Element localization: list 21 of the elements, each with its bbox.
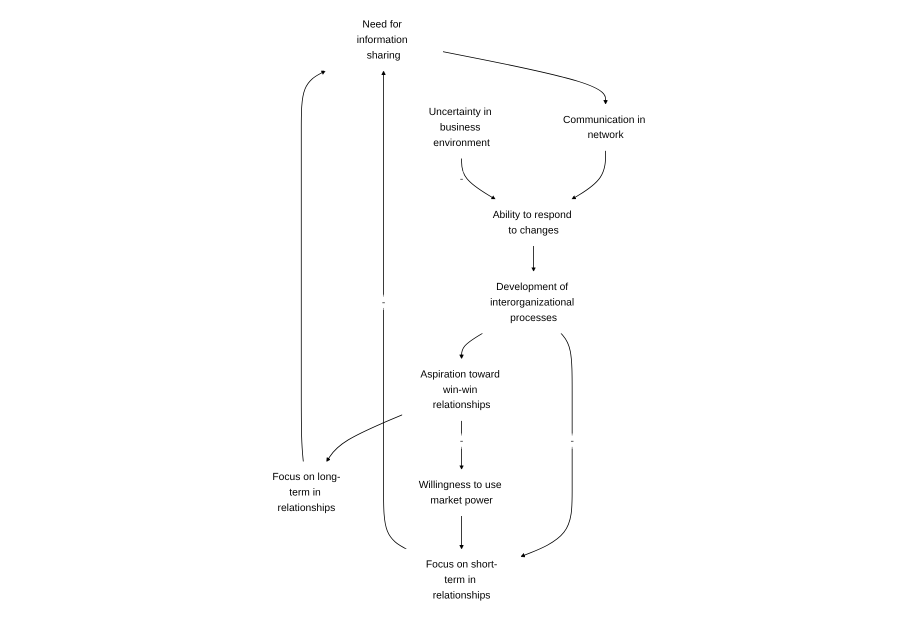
arrow	[572, 150, 606, 200]
arrow	[459, 514, 464, 549]
edge-label: -	[460, 434, 464, 446]
arrow	[459, 332, 484, 359]
node-text: Willingness to use market power	[418, 478, 502, 506]
edge-label: -	[460, 172, 464, 184]
node-text: Uncertainty in business environment	[428, 106, 492, 148]
arrow	[326, 414, 403, 462]
node-text: Ability to respond to changes	[492, 208, 572, 236]
arrow	[300, 70, 326, 462]
arrow	[461, 157, 496, 200]
node-text: Need for information sharing	[356, 18, 408, 61]
node-text: Focus on short-term in relationships	[426, 558, 498, 601]
node-text: Aspiration toward win-win relationships	[420, 368, 500, 410]
node-text: Focus on long-term in relationships	[272, 471, 340, 514]
edge-label: -	[382, 296, 386, 308]
arrow	[531, 244, 536, 272]
node-text: Communication in network	[562, 114, 646, 140]
node-text: Development of interorganizational processes	[490, 280, 574, 323]
arrow	[442, 50, 608, 104]
edge-label: -	[570, 434, 574, 446]
